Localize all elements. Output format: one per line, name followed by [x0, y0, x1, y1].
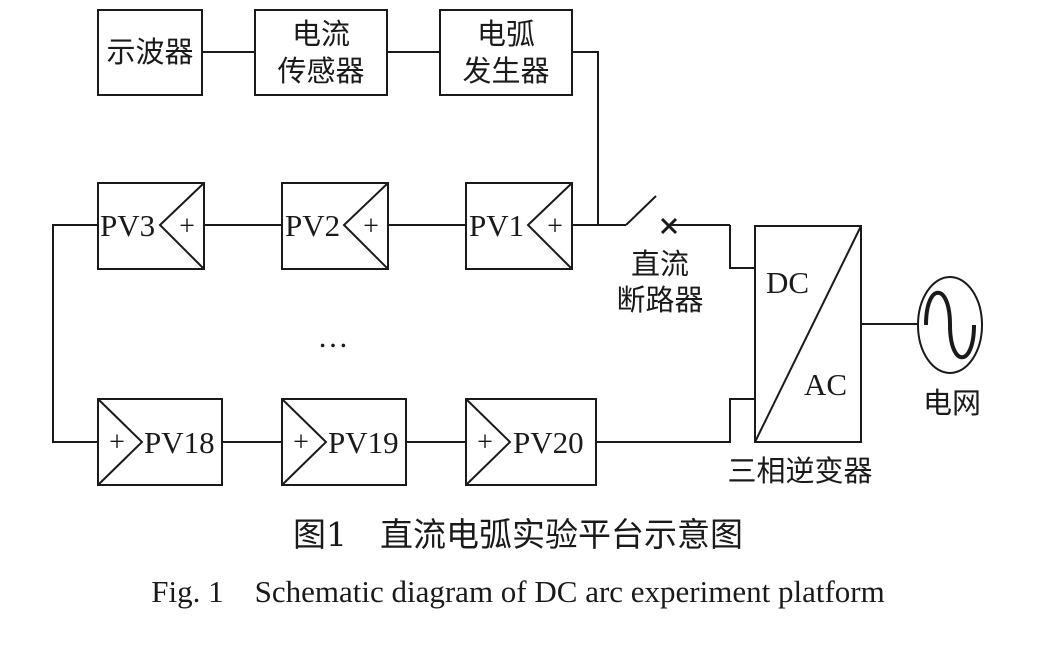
pv-module-pv1: PV1 +	[465, 182, 573, 270]
pv-module-pv20: + PV20	[465, 398, 597, 486]
caption-zh: 图1 直流电弧实验平台示意图	[293, 515, 743, 554]
wire-breaker-inverter	[729, 225, 755, 269]
inverter-dc-label: DC	[766, 265, 809, 300]
wire-arcgen-bus	[572, 51, 599, 225]
ellipsis: …	[318, 319, 349, 354]
arc-generator-label-1: 电弧	[477, 17, 535, 51]
pv-module-pv2: PV2 +	[281, 182, 389, 270]
pv1-plus: +	[547, 211, 563, 242]
pv18-label: PV18	[144, 425, 215, 460]
pv-module-pv3: PV3 +	[97, 182, 205, 270]
wire-pv20-inverter	[596, 398, 755, 443]
current-sensor-label-2: 传感器	[277, 54, 364, 88]
pv19-plus: +	[293, 427, 309, 458]
arc-generator-label-2: 发生器	[462, 54, 549, 88]
pv-module-pv19: + PV19	[281, 398, 407, 486]
pv20-plus: +	[477, 427, 493, 458]
dc-breaker-label-2: 断路器	[616, 283, 703, 317]
pv3-label: PV3	[100, 208, 155, 243]
inverter-ac-label: AC	[804, 367, 847, 402]
arc-generator-block: 电弧 发生器	[439, 9, 573, 96]
pv1-label: PV1	[469, 208, 524, 243]
pv-module-pv18: + PV18	[97, 398, 223, 486]
wire-left-return	[52, 224, 98, 443]
pv18-plus: +	[109, 427, 125, 458]
dc-breaker-label-1: 直流	[631, 247, 689, 281]
current-sensor-block: 电流 传感器	[254, 9, 388, 96]
pv2-plus: +	[363, 211, 379, 242]
pv3-plus: +	[179, 211, 195, 242]
inverter-label: 三相逆变器	[727, 454, 872, 488]
caption-en: Fig. 1 Schematic diagram of DC arc exper…	[151, 574, 884, 609]
oscilloscope-block: 示波器	[97, 9, 203, 96]
grid-label: 电网	[923, 386, 981, 420]
three-phase-inverter: DC AC	[754, 225, 862, 443]
current-sensor-label-1: 电流	[292, 17, 350, 51]
pv20-label: PV20	[513, 425, 584, 460]
dc-breaker-symbol	[625, 195, 730, 235]
pv19-label: PV19	[328, 425, 399, 460]
grid-ac-source-icon	[917, 276, 983, 374]
pv2-label: PV2	[285, 208, 340, 243]
oscilloscope-label: 示波器	[106, 35, 193, 69]
